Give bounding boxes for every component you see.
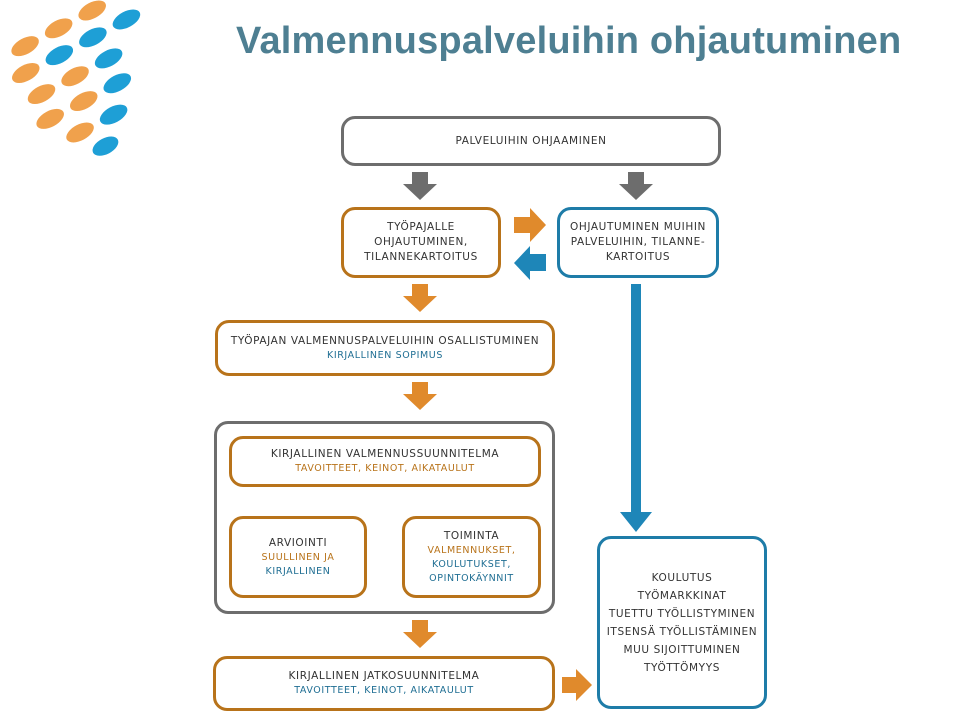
box-text: KIRJALLINEN VALMENNUSSUUNNITELMA xyxy=(270,448,500,460)
box-subtext: TAVOITTEET, KEINOT, AIKATAULUT xyxy=(294,685,474,696)
box-arviointi: ARVIOINTI SUULLINEN JA KIRJALLINEN xyxy=(229,516,367,598)
box-text: TYÖTTÖMYYS xyxy=(644,661,720,674)
box-text: TUETTU TYÖLLISTYMINEN xyxy=(608,607,756,620)
box-text: KARTOITUS xyxy=(605,251,671,263)
arrow-right-orange-bottom xyxy=(562,669,592,701)
box-text: PALVELUIHIN, TILANNE- xyxy=(570,236,706,248)
box-valmennussuunnitelma: KIRJALLINEN VALMENNUSSUUNNITELMA TAVOITT… xyxy=(229,436,541,487)
box-text: PALVELUIHIN OHJAAMINEN xyxy=(455,134,607,147)
box-jatkosuunnitelma: KIRJALLINEN JATKOSUUNNITELMA TAVOITTEET,… xyxy=(213,656,555,711)
box-toiminta: TOIMINTA VALMENNUKSET, KOULUTUKSET, OPIN… xyxy=(402,516,541,598)
box-palveluihin-ohjaaminen: PALVELUIHIN OHJAAMINEN xyxy=(341,116,721,166)
arrow-down-right-gray xyxy=(619,172,653,200)
box-text: KIRJALLINEN JATKOSUUNNITELMA xyxy=(288,670,480,682)
box-text: MUU SIJOITTUMINEN xyxy=(623,643,741,656)
box-subtext: VALMENNUKSET, xyxy=(427,544,516,556)
page-title: Valmennuspalveluihin ohjautuminen xyxy=(236,20,902,62)
box-subtext: KIRJALLINEN SOPIMUS xyxy=(326,349,443,361)
box-text: TOIMINTA xyxy=(443,529,500,542)
arrow-down-left-gray xyxy=(403,172,437,200)
box-text: TYÖPAJALLE xyxy=(387,221,455,233)
box-muihin-palveluihin: OHJAUTUMINEN MUIHIN PALVELUIHIN, TILANNE… xyxy=(557,207,719,278)
box-text: TYÖMARKKINAT xyxy=(637,589,727,602)
arrow-down-orange-1 xyxy=(403,284,437,312)
box-subtext: OPINTOKÄYNNIT xyxy=(429,572,514,584)
box-text: TYÖPAJAN VALMENNUSPALVELUIHIN OSALLISTUM… xyxy=(230,334,540,347)
box-tulokset: KOULUTUS TYÖMARKKINAT TUETTU TYÖLLISTYMI… xyxy=(597,536,767,709)
box-text: ITSENSÄ TYÖLLISTÄMINEN xyxy=(606,625,758,638)
box-text: KOULUTUS xyxy=(651,571,713,584)
arrow-left-blue xyxy=(514,246,546,280)
box-text: TILANNEKARTOITUS xyxy=(364,251,478,263)
box-tyopajalle: TYÖPAJALLE OHJAUTUMINEN, TILANNEKARTOITU… xyxy=(341,207,501,278)
box-subtext: TAVOITTEET, KEINOT, AIKATAULUT xyxy=(295,463,475,474)
box-text: OHJAUTUMINEN MUIHIN xyxy=(570,221,706,233)
box-osallistuminen: TYÖPAJAN VALMENNUSPALVELUIHIN OSALLISTUM… xyxy=(215,320,555,376)
arrow-down-orange-3 xyxy=(403,620,437,648)
arrow-right-orange xyxy=(514,208,546,242)
box-text: OHJAUTUMINEN, xyxy=(374,236,468,248)
box-subtext: KOULUTUKSET, xyxy=(432,558,511,570)
box-subtext: SUULLINEN JA xyxy=(261,551,335,563)
box-subtext: KIRJALLINEN xyxy=(265,565,331,577)
logo-dots xyxy=(11,0,141,156)
arrow-down-blue-long xyxy=(620,284,652,532)
box-text: ARVIOINTI xyxy=(268,536,328,549)
arrow-down-orange-2 xyxy=(403,382,437,410)
